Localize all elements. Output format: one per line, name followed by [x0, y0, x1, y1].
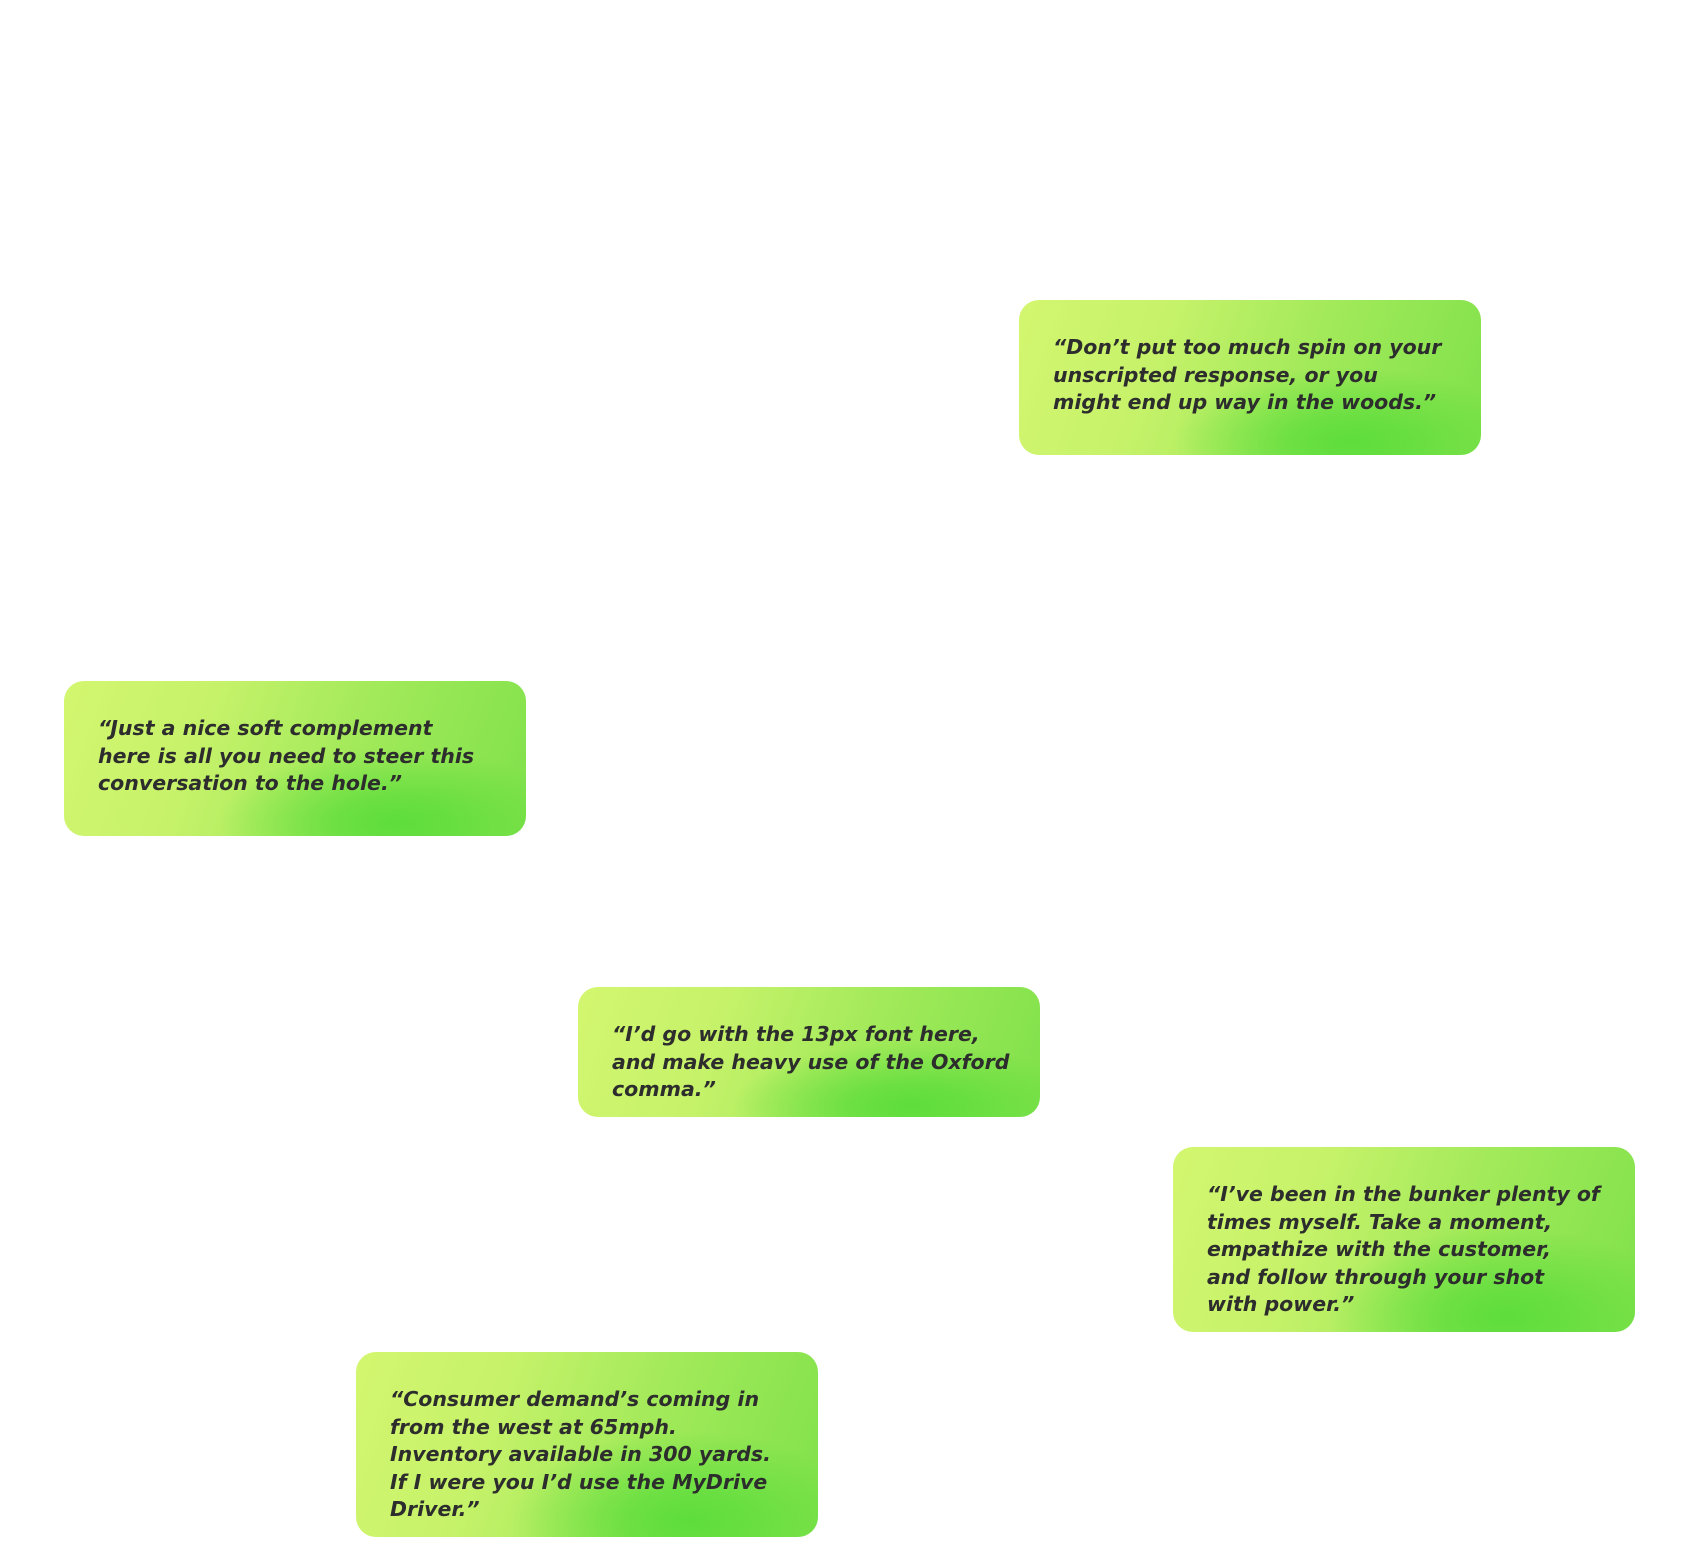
quote-bubble-font: “I’d go with the 13px font here, and mak… [578, 987, 1040, 1117]
quote-bubble-soft-complement: “Just a nice soft complement here is all… [64, 681, 526, 836]
quote-bubble-bunker: “I’ve been in the bunker plenty of times… [1173, 1147, 1635, 1332]
quote-text: “Just a nice soft complement here is all… [98, 716, 475, 795]
quote-bubble-spin: “Don’t put too much spin on your unscrip… [1019, 300, 1481, 455]
quote-bubble-consumer-demand: “Consumer demand’s coming in from the we… [356, 1352, 818, 1537]
quote-text: “I’ve been in the bunker plenty of times… [1207, 1182, 1600, 1316]
quote-text: “Don’t put too much spin on your unscrip… [1053, 335, 1442, 414]
quote-text: “I’d go with the 13px font here, and mak… [612, 1022, 1010, 1101]
quote-text: “Consumer demand’s coming in from the we… [390, 1387, 771, 1521]
